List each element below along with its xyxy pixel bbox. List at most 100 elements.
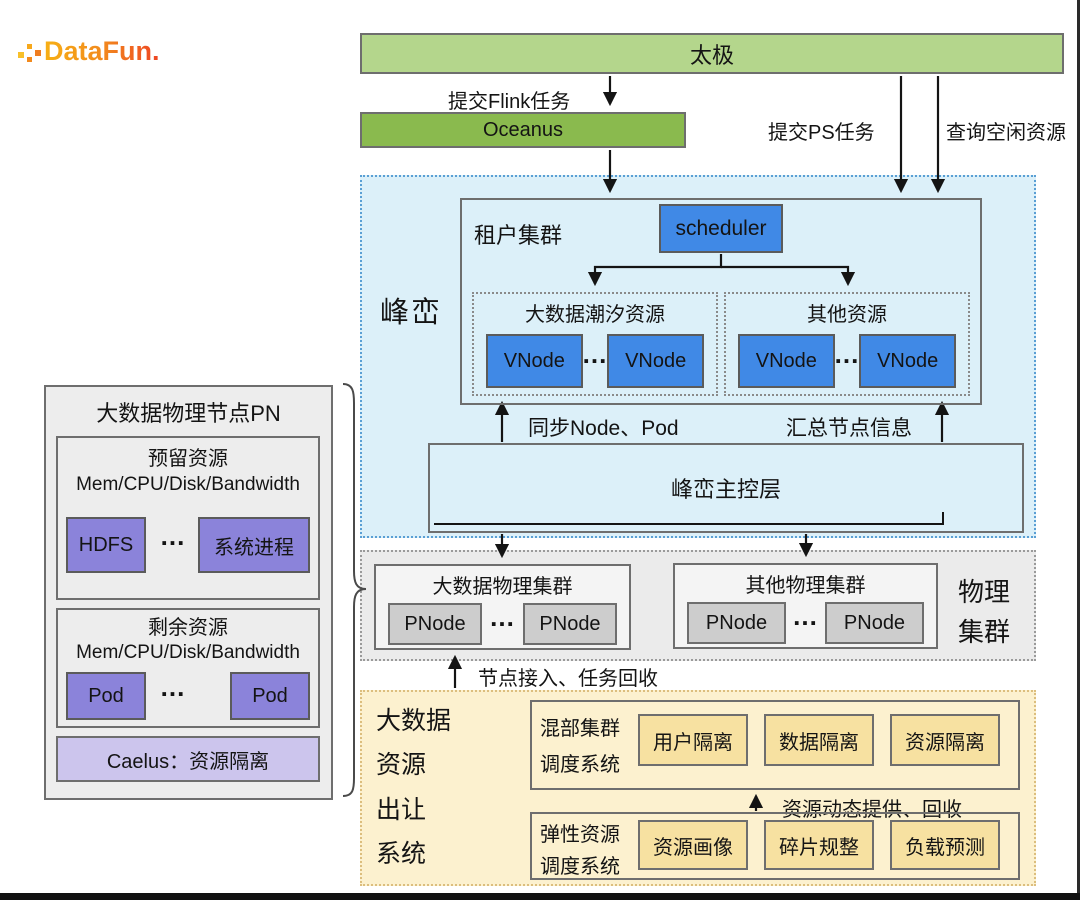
chip-label: 数据隔离 bbox=[779, 731, 859, 754]
pn-panel-brace bbox=[342, 383, 367, 797]
pnode-label: PNode bbox=[705, 611, 768, 634]
chip-label: 负载预测 bbox=[905, 836, 985, 859]
pod-label: Pod bbox=[252, 684, 288, 707]
resource-profile-chip: 资源画像 bbox=[638, 820, 748, 870]
ellipsis: ... bbox=[582, 338, 608, 369]
fengluan-label: 峰峦 bbox=[380, 297, 443, 329]
caelus-label: Caelus：资源隔离 bbox=[106, 750, 270, 773]
ellipsis: ... bbox=[793, 600, 818, 631]
pod-box: Pod bbox=[230, 672, 310, 720]
dynamic-resource-label: 资源动态提供、回收 bbox=[782, 799, 962, 821]
oceanus-label: Oceanus bbox=[482, 118, 564, 141]
tidal-resource-group: 大数据潮汐资源 VNode ... VNode bbox=[472, 292, 718, 396]
vnode-box: VNode bbox=[607, 334, 704, 388]
hybrid-scheduling-box bbox=[530, 700, 1020, 790]
reserved-subtitle-text: Mem/CPU/Disk/Bandwidth bbox=[76, 474, 300, 495]
pnode-box: PNode bbox=[687, 602, 786, 644]
pn-panel bbox=[44, 385, 333, 800]
data-isolation-chip: 数据隔离 bbox=[764, 714, 874, 766]
pnode-label: PNode bbox=[404, 612, 466, 635]
remaining-resource-box bbox=[56, 608, 320, 728]
sync-node-pod-label: 同步Node、Pod bbox=[528, 417, 679, 440]
master-layer-box: 峰峦主控层 bbox=[428, 443, 1024, 533]
arrow-scheduler-to-other bbox=[721, 265, 856, 287]
ellipsis: ... bbox=[490, 601, 515, 632]
pnode-label: PNode bbox=[843, 611, 906, 634]
hdfs-box: HDFS bbox=[66, 517, 146, 573]
chip-label: 用户隔离 bbox=[653, 731, 733, 754]
pod-box: Pod bbox=[66, 672, 146, 720]
logo-pixel-icon bbox=[27, 57, 32, 62]
tenant-cluster-label: 租户集群 bbox=[474, 223, 563, 248]
other-resource-title: 其他资源 bbox=[807, 304, 887, 326]
ellipsis: ... bbox=[834, 338, 860, 369]
bigdata-physical-cluster-box: 大数据物理集群 PNode ... PNode bbox=[374, 564, 631, 650]
scheduler-box: scheduler bbox=[659, 204, 783, 253]
vnode-box: VNode bbox=[486, 334, 583, 388]
reserved-resource-box bbox=[56, 436, 320, 600]
master-layer-label: 峰峦主控层 bbox=[670, 477, 781, 502]
remaining-subtitle: Mem/CPU/Disk/Bandwidth bbox=[56, 640, 320, 666]
other-physical-cluster-title: 其他物理集群 bbox=[745, 575, 866, 597]
hdfs-label: HDFS bbox=[78, 533, 134, 556]
bottom-side-label-line1: 大数据 bbox=[376, 707, 452, 735]
reserved-ellipsis: ... bbox=[150, 521, 196, 558]
bottom-side-label-line4: 系统 bbox=[376, 840, 427, 868]
chip-label: 碎片规整 bbox=[779, 836, 859, 859]
reserved-title-text: 预留资源 bbox=[148, 447, 228, 470]
taiji-label: 太极 bbox=[689, 42, 734, 68]
node-access-label: 节点接入、任务回收 bbox=[478, 668, 658, 690]
elastic-title-line2: 调度系统 bbox=[540, 856, 620, 878]
logo-pixel-icon bbox=[18, 52, 24, 58]
physical-side-label-line1: 物理 bbox=[958, 577, 1011, 607]
master-inner-connector bbox=[434, 512, 944, 525]
pod-label: Pod bbox=[88, 684, 124, 707]
chip-label: 资源隔离 bbox=[905, 731, 985, 754]
system-process-box: 系统进程 bbox=[198, 517, 310, 573]
hybrid-title-line2: 调度系统 bbox=[540, 754, 620, 776]
aggregate-info-label: 汇总节点信息 bbox=[786, 417, 912, 440]
bottom-side-label-line2: 资源 bbox=[376, 751, 427, 779]
query-idle-label: 查询空闲资源 bbox=[946, 122, 1066, 144]
frame-bottom-bar bbox=[0, 893, 1080, 900]
vnode-box: VNode bbox=[859, 334, 956, 388]
fragment-tidy-chip: 碎片规整 bbox=[764, 820, 874, 870]
vnode-box: VNode bbox=[738, 334, 835, 388]
remaining-title-text: 剩余资源 bbox=[148, 616, 228, 639]
tidal-resource-title: 大数据潮汐资源 bbox=[525, 304, 665, 326]
pn-panel-title: 大数据物理节点PN bbox=[44, 398, 333, 426]
logo-pixel-icon bbox=[35, 50, 41, 56]
bottom-side-label-line3: 出让 bbox=[376, 796, 427, 824]
logo-wordmark: DataFun. bbox=[44, 36, 160, 66]
pnode-label: PNode bbox=[539, 612, 601, 635]
remaining-ellipsis: ... bbox=[150, 672, 196, 709]
ellipsis: ... bbox=[160, 520, 186, 551]
vnode-label: VNode bbox=[503, 349, 565, 372]
reserved-title: 预留资源 bbox=[56, 443, 320, 470]
bigdata-physical-cluster-title: 大数据物理集群 bbox=[432, 576, 573, 598]
elastic-title-line1: 弹性资源 bbox=[540, 824, 620, 846]
submit-ps-label: 提交PS任务 bbox=[768, 122, 875, 144]
pn-panel-title-text: 大数据物理节点PN bbox=[96, 401, 281, 426]
frame-right-border bbox=[1077, 0, 1080, 900]
pnode-box: PNode bbox=[388, 603, 482, 645]
logo-pixel-icon bbox=[27, 44, 32, 49]
vnode-label: VNode bbox=[755, 349, 817, 372]
other-resource-group: 其他资源 VNode ... VNode bbox=[724, 292, 970, 396]
elastic-scheduling-box bbox=[530, 812, 1020, 880]
system-process-label: 系统进程 bbox=[214, 536, 294, 559]
datafun-logo: DataFun. bbox=[16, 34, 186, 78]
load-forecast-chip: 负载预测 bbox=[890, 820, 1000, 870]
reserved-subtitle: Mem/CPU/Disk/Bandwidth bbox=[56, 472, 320, 498]
physical-side-label-line2: 集群 bbox=[958, 617, 1011, 647]
taiji-bar: 太极 bbox=[360, 33, 1064, 74]
remaining-title: 剩余资源 bbox=[56, 612, 320, 639]
tenant-cluster-box bbox=[460, 198, 982, 405]
ellipsis: ... bbox=[160, 671, 186, 702]
resource-isolation-chip: 资源隔离 bbox=[890, 714, 1000, 766]
remaining-subtitle-text: Mem/CPU/Disk/Bandwidth bbox=[76, 642, 300, 663]
arrow-scheduler-to-tidal bbox=[587, 254, 723, 287]
scheduler-label: scheduler bbox=[675, 216, 767, 240]
